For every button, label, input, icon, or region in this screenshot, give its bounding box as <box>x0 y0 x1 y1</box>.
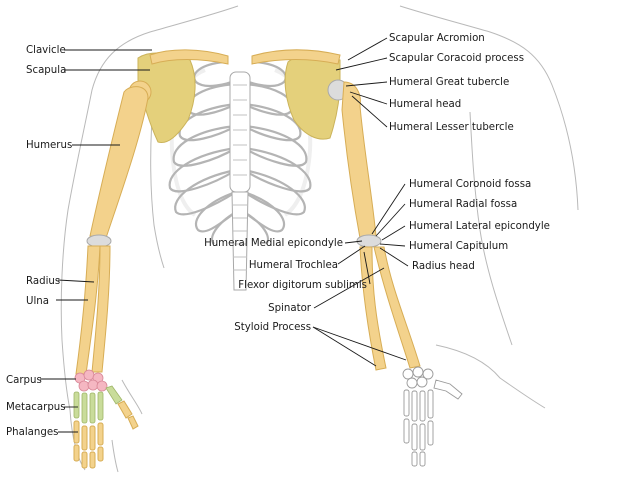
sternum-spine <box>229 71 251 291</box>
label-humeral-head: Humeral head <box>389 99 461 110</box>
left-metacarpus <box>73 385 123 424</box>
label-coracoid: Scapular Coracoid process <box>389 53 524 64</box>
label-radius-head: Radius head <box>412 261 475 272</box>
label-trochlea: Humeral Trochlea <box>249 260 338 271</box>
right-clavicle <box>251 49 341 65</box>
label-ulna: Ulna <box>26 296 49 307</box>
right-hand-ghost <box>402 366 463 467</box>
right-arm <box>327 79 463 467</box>
body-outline <box>60 5 579 473</box>
label-styloid: Styloid Process <box>234 322 311 333</box>
label-humerus: Humerus <box>26 140 72 151</box>
label-coronoid-fossa: Humeral Coronoid fossa <box>409 179 531 190</box>
left-carpus <box>74 369 108 392</box>
label-spinator: Spinator <box>268 303 312 314</box>
label-scapula: Scapula <box>26 65 66 76</box>
label-medial-epicondyle: Humeral Medial epicondyle <box>204 238 343 249</box>
label-radial-fossa: Humeral Radial fossa <box>409 199 517 210</box>
left-phalanges <box>73 400 139 469</box>
left-clavicle <box>149 49 229 65</box>
label-capitulum: Humeral Capitulum <box>409 241 508 252</box>
label-lateral-epicondyle: Humeral Lateral epicondyle <box>409 221 550 232</box>
label-clavicle: Clavicle <box>26 45 66 56</box>
label-acromion: Scapular Acromion <box>389 33 485 44</box>
label-radius: Radius <box>26 276 60 287</box>
label-flexor: Flexor digitorum sublimis <box>238 280 367 291</box>
leader-lines <box>40 37 409 433</box>
left-arm <box>73 80 152 469</box>
label-carpus: Carpus <box>6 375 42 386</box>
label-great-tubercle: Humeral Great tubercle <box>389 77 509 88</box>
label-lesser-tubercle: Humeral Lesser tubercle <box>389 122 514 133</box>
label-metacarpus: Metacarpus <box>6 402 66 413</box>
label-phalanges: Phalanges <box>6 427 58 438</box>
